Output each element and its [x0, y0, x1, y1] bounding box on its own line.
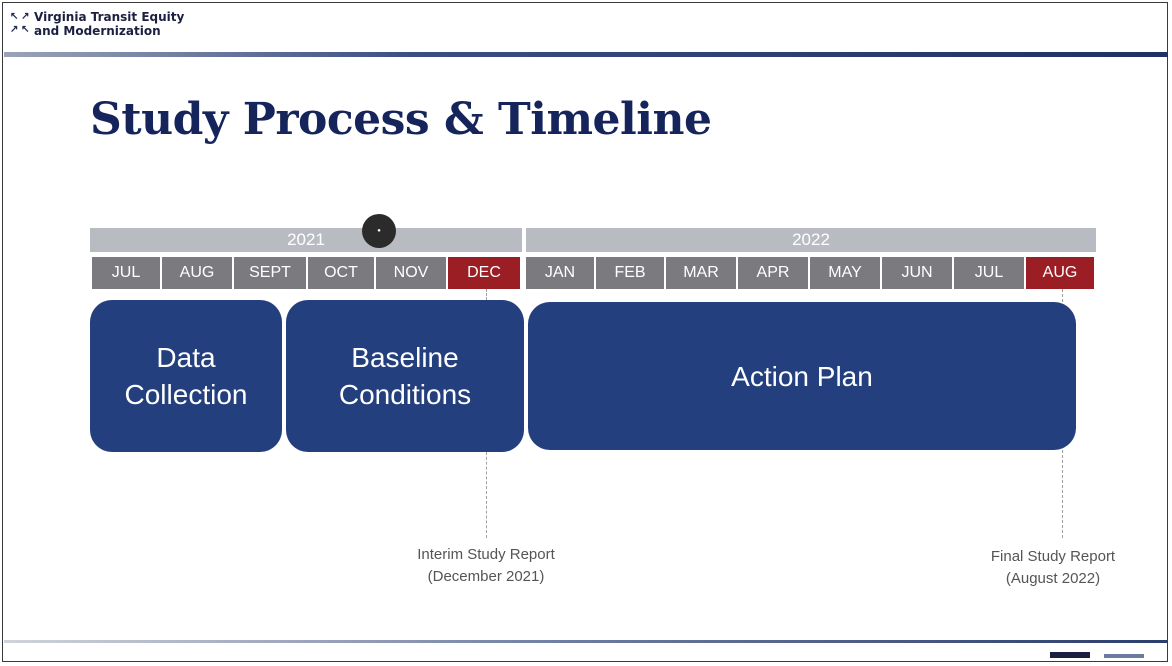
arrows-icon: ↖ ↗↗ ↖ [10, 11, 30, 35]
org-name: Virginia Transit Equity and Modernizatio… [34, 10, 274, 38]
milestone-final-report: Final Study Report (August 2022) [990, 548, 1116, 587]
presenter-cursor-icon: ● [362, 214, 396, 248]
milestone-interim-report: Interim Study Report (December 2021) [417, 546, 555, 585]
month-aug-2022: AUG [1026, 257, 1096, 289]
year-label-2021: 2021 [287, 230, 325, 249]
org-name-line1: Virginia Transit Equity [34, 10, 185, 24]
partner-logo-icon [1103, 654, 1144, 658]
month-jan-2022: JAN [526, 257, 596, 289]
month-jul-2022: JUL [954, 257, 1026, 289]
phase-data-collection: Data Collection [90, 300, 282, 452]
phase-label: Action Plan [731, 360, 873, 392]
month-jun-2022: JUN [882, 257, 954, 289]
year-label-2022: 2022 [792, 230, 830, 249]
month-may-2022: MAY [810, 257, 882, 289]
footer-logos [1050, 648, 1170, 662]
year-bar-2022: 2022 [526, 228, 1096, 252]
month-jul-2021: JUL [92, 257, 162, 289]
phase-label: Baseline Conditions [338, 342, 472, 410]
month-sept-2021: SEPT [234, 257, 308, 289]
agency-logo-icon [1050, 652, 1090, 658]
phase-action-plan: Action Plan [528, 302, 1076, 450]
year-bar-2021: 2021 [90, 228, 522, 252]
month-nov-2021: NOV [376, 257, 448, 289]
month-apr-2022: APR [738, 257, 810, 289]
month-aug-2021: AUG [162, 257, 234, 289]
month-oct-2021: OCT [308, 257, 376, 289]
final-marker [1062, 450, 1063, 538]
phase-label: Data Collection [124, 342, 248, 410]
org-name-line2: and Modernization [34, 24, 161, 38]
month-feb-2022: FEB [596, 257, 666, 289]
header-divider [4, 52, 1168, 57]
page-title: Study Process & Timeline [90, 94, 712, 145]
month-mar-2022: MAR [666, 257, 738, 289]
final-marker-top [1062, 289, 1063, 302]
interim-marker [486, 452, 487, 538]
footer-divider [4, 640, 1168, 643]
interim-marker-top [486, 289, 487, 300]
phase-baseline-conditions: Baseline Conditions [286, 300, 524, 452]
month-dec-2021: DEC [448, 257, 522, 289]
